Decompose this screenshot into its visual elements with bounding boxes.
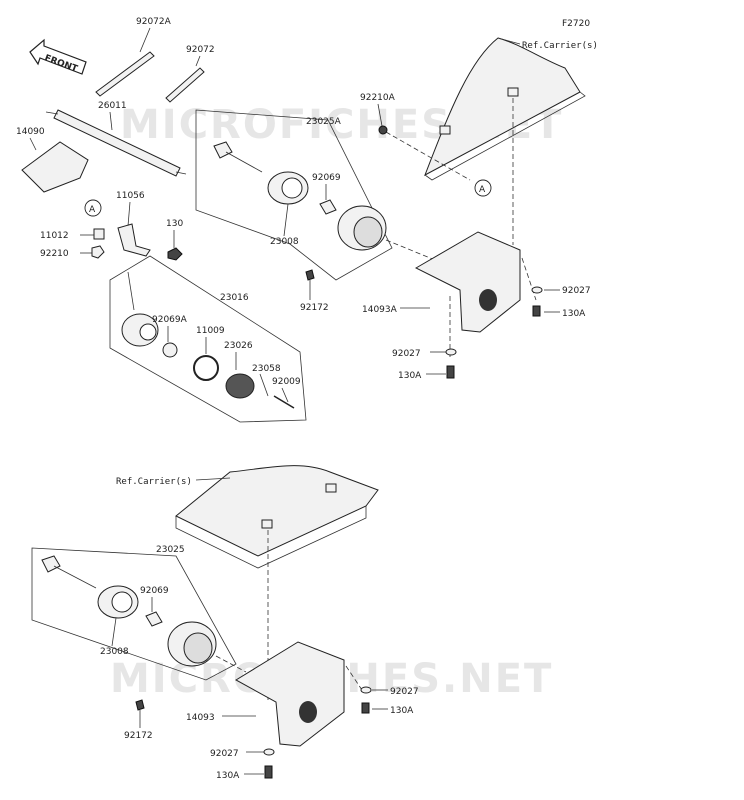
label-23025: 23025 — [156, 545, 185, 555]
label-92072A: 92072A — [136, 17, 172, 27]
label-92210: 92210 — [40, 249, 69, 259]
label-130A-top-right: 130A — [562, 309, 586, 319]
label-92027-top-right: 92027 — [562, 286, 591, 296]
connector-socket-bottom — [41, 555, 61, 573]
cover-14090 — [21, 141, 89, 193]
label-130A-bottom-right: 130A — [390, 706, 414, 716]
label-26011: 26011 — [98, 101, 127, 111]
assembly-box-23025A — [195, 109, 393, 281]
gasket-11009 — [193, 355, 219, 381]
label-130A-top-bottom: 130A — [398, 371, 422, 381]
label-92172: 92172 — [300, 303, 329, 313]
assembly-box-23016 — [109, 255, 307, 423]
bottom-carrier-plate: Ref.Carrier(s) — [116, 465, 379, 569]
label-23026: 23026 — [224, 341, 253, 351]
bulb-92069A — [162, 342, 178, 358]
label-92027-bottom-right: 92027 — [390, 687, 419, 697]
label-92210A: 92210A — [360, 93, 396, 103]
label-92069: 92069 — [312, 173, 341, 183]
bolt-130 — [167, 247, 183, 261]
label-14093A: 14093A — [362, 305, 398, 315]
connector-socket — [213, 141, 233, 159]
ref-carrier-bottom: Ref.Carrier(s) — [116, 477, 192, 487]
label-14093: 14093 — [186, 713, 215, 723]
label-92069-bottom: 92069 — [140, 586, 169, 596]
label-11056: 11056 — [116, 191, 145, 201]
circle-a-left: A — [89, 205, 96, 215]
ref-carrier-top: Ref.Carrier(s) — [522, 41, 598, 51]
top-carrier-plate: Ref.Carrier(s) — [424, 37, 598, 181]
bracket-11056 — [117, 223, 151, 257]
bulb-92069 — [319, 199, 337, 215]
grommet-11012 — [93, 228, 105, 240]
figure-code: F2720 — [562, 19, 590, 29]
label-11012: 11012 — [40, 231, 69, 241]
label-92072: 92072 — [186, 45, 215, 55]
circle-a-right: A — [479, 185, 486, 195]
nut-92210A — [378, 125, 388, 135]
label-130: 130 — [166, 219, 183, 229]
label-130A-bottom: 130A — [216, 771, 240, 781]
label-23008-bottom: 23008 — [100, 647, 129, 657]
screw-92172 — [305, 269, 315, 281]
assembly-box-23025 — [31, 547, 237, 681]
label-23016: 23016 — [220, 293, 249, 303]
label-92009: 92009 — [272, 377, 301, 387]
harness-26011 — [53, 109, 181, 177]
cable-tie-92072A — [95, 51, 155, 97]
label-92027-bottom: 92027 — [210, 749, 239, 759]
cable-tie-92072 — [165, 67, 205, 103]
label-11009: 11009 — [196, 326, 225, 336]
label-14090: 14090 — [16, 127, 45, 137]
label-92027-top-bottom: 92027 — [392, 349, 421, 359]
screw-92172-bottom — [135, 699, 145, 711]
bulb-92069-bottom — [145, 611, 163, 627]
lens-23026 — [225, 373, 255, 399]
front-arrow-icon: FRONT — [29, 38, 87, 75]
label-92069A: 92069A — [152, 315, 188, 325]
nut-92210 — [91, 245, 105, 259]
bracket-14093A — [414, 231, 521, 333]
bracket-14093 — [235, 641, 345, 747]
label-23008: 23008 — [270, 237, 299, 247]
label-92172-bottom: 92172 — [124, 731, 153, 741]
label-23025A: 23025A — [306, 117, 342, 127]
label-23058: 23058 — [252, 364, 281, 374]
